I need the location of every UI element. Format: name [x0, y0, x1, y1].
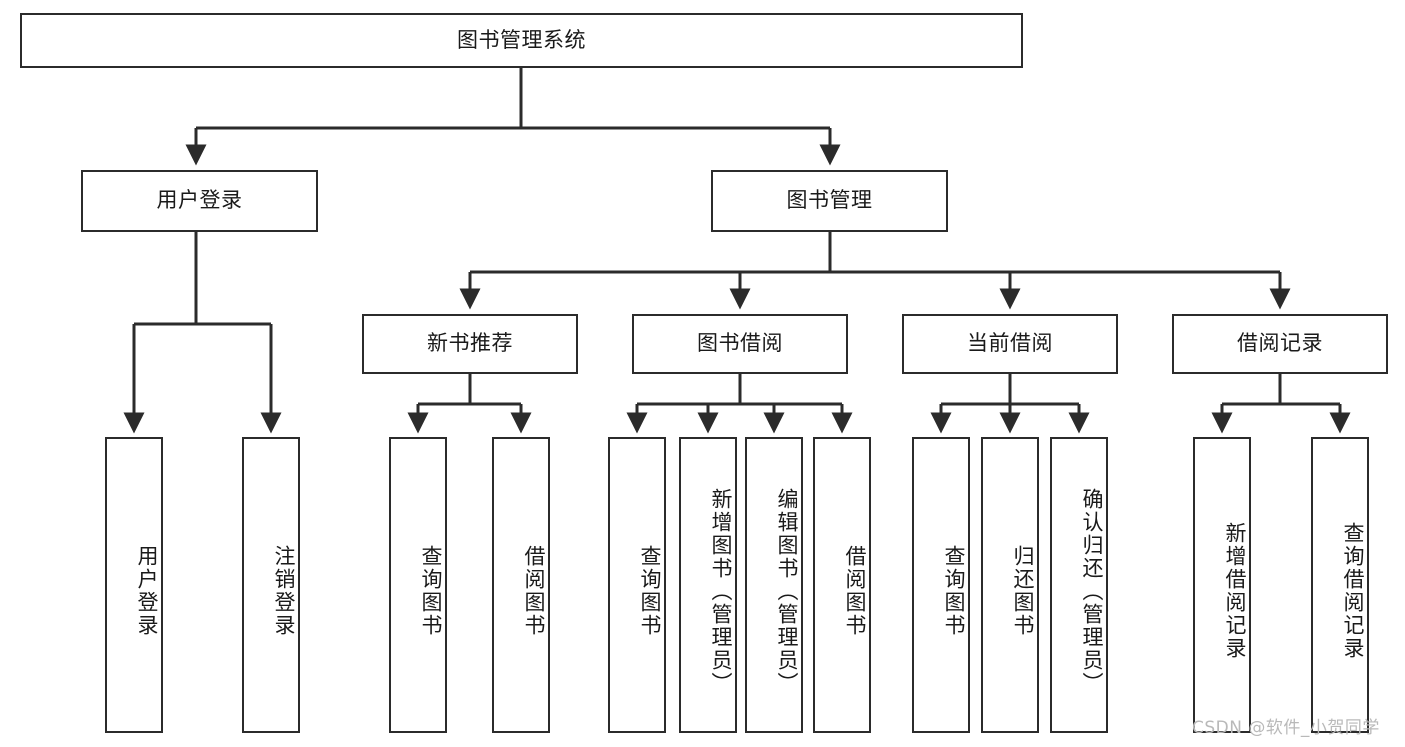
node-label: 编辑图书（管理员） — [775, 487, 799, 695]
csdn-watermark: CSDN @软件_小贺同学 — [1192, 718, 1380, 738]
leaf-book-borrow-lend[interactable]: 借阅图书 — [813, 437, 871, 733]
node-book-management[interactable]: 图书管理 — [711, 170, 948, 232]
node-label: 借阅图书 — [843, 545, 867, 637]
node-label: 新增借阅记录 — [1223, 522, 1247, 660]
leaf-current-borrow-query[interactable]: 查询图书 — [912, 437, 970, 733]
node-label: 借阅图书 — [522, 545, 546, 637]
node-label: 借阅记录 — [1237, 331, 1323, 356]
node-label: 查询图书 — [419, 545, 443, 637]
node-label: 图书管理系统 — [457, 27, 586, 52]
leaf-book-borrow-query[interactable]: 查询图书 — [608, 437, 666, 733]
node-user-login[interactable]: 用户登录 — [81, 170, 318, 232]
leaf-borrow-record-query[interactable]: 查询借阅记录 — [1311, 437, 1369, 733]
node-label: 用户登录 — [135, 545, 159, 637]
node-borrow-record[interactable]: 借阅记录 — [1172, 314, 1388, 374]
node-label: 查询图书 — [942, 545, 966, 637]
leaf-book-borrow-edit[interactable]: 编辑图书（管理员） — [745, 437, 803, 733]
node-label: 当前借阅 — [967, 331, 1053, 356]
leaf-new-book-borrow[interactable]: 借阅图书 — [492, 437, 550, 733]
node-label: 注销登录 — [272, 545, 296, 637]
leaf-current-borrow-confirm[interactable]: 确认归还（管理员） — [1050, 437, 1108, 733]
node-book-borrow[interactable]: 图书借阅 — [632, 314, 848, 374]
leaf-user-login-signout[interactable]: 注销登录 — [242, 437, 300, 733]
leaf-user-login-signin[interactable]: 用户登录 — [105, 437, 163, 733]
node-label: 用户登录 — [156, 188, 243, 213]
node-label: 查询借阅记录 — [1341, 522, 1365, 660]
node-new-book-recommend[interactable]: 新书推荐 — [362, 314, 578, 374]
leaf-new-book-query[interactable]: 查询图书 — [389, 437, 447, 733]
node-label: 确认归还（管理员） — [1080, 487, 1104, 695]
leaf-current-borrow-return[interactable]: 归还图书 — [981, 437, 1039, 733]
node-label: 查询图书 — [638, 545, 662, 637]
leaf-borrow-record-add[interactable]: 新增借阅记录 — [1193, 437, 1251, 733]
node-label: 新增图书（管理员） — [709, 487, 733, 695]
node-label: 图书借阅 — [697, 331, 783, 356]
node-current-borrow[interactable]: 当前借阅 — [902, 314, 1118, 374]
node-label: 图书管理 — [786, 188, 873, 213]
node-label: 归还图书 — [1011, 545, 1035, 637]
node-root-system[interactable]: 图书管理系统 — [20, 13, 1023, 68]
leaf-book-borrow-add[interactable]: 新增图书（管理员） — [679, 437, 737, 733]
node-label: 新书推荐 — [427, 331, 513, 356]
